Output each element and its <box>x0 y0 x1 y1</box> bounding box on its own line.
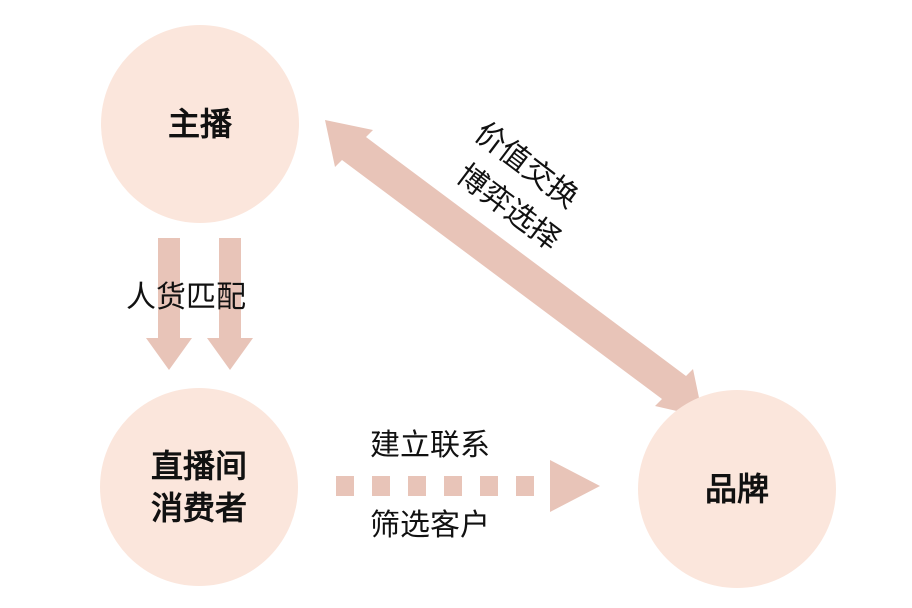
node-brand: 品牌 <box>638 390 836 588</box>
edge-label-match: 人货匹配 <box>126 280 246 315</box>
down-arrow-left <box>146 238 192 370</box>
node-consumer-label-line1: 直播间 <box>150 447 247 485</box>
node-consumer-label-line2: 消费者 <box>150 489 247 527</box>
dotted-arrow-consumer-brand <box>336 460 600 512</box>
edge-label-filter: 筛选客户 <box>370 508 490 543</box>
node-brand-label: 品牌 <box>704 470 769 508</box>
edge-label-connect: 建立联系 <box>370 428 490 463</box>
node-anchor-label: 主播 <box>167 105 232 143</box>
node-consumer: 直播间 消费者 <box>100 388 298 586</box>
double-arrow-anchor-brand <box>325 120 703 417</box>
node-anchor: 主播 <box>101 25 299 223</box>
down-arrow-right <box>207 238 253 370</box>
